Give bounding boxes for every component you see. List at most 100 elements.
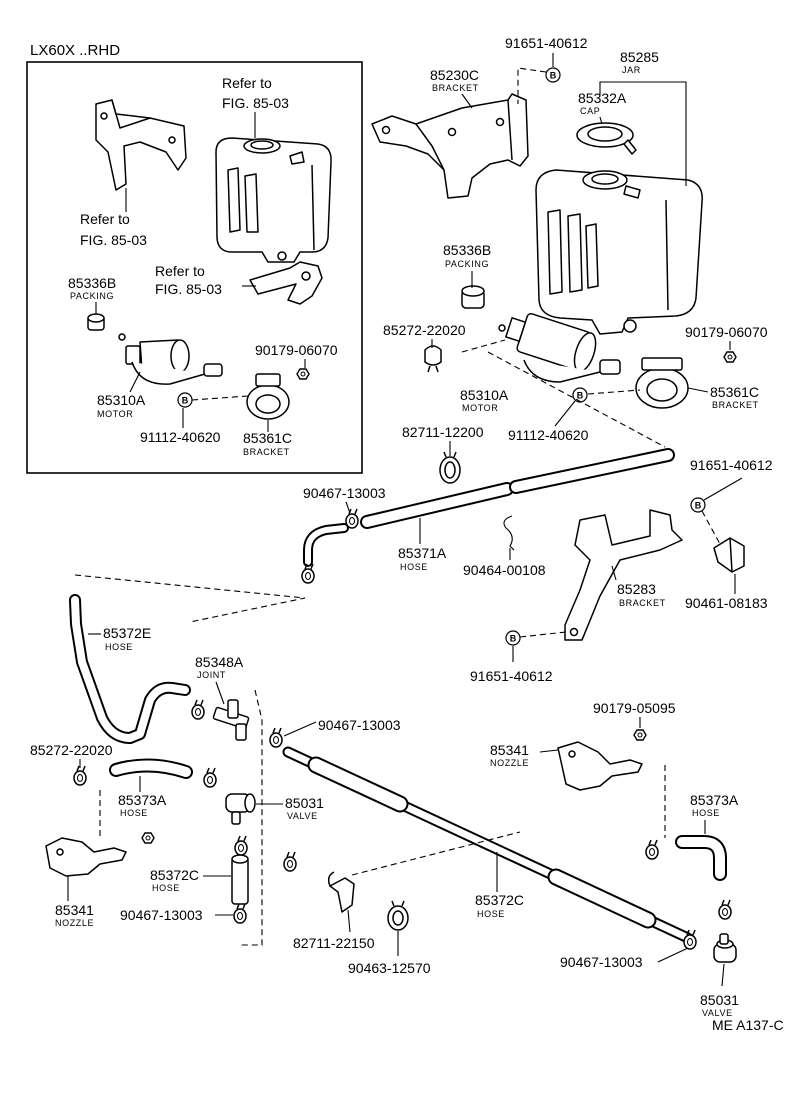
jar-cap <box>576 122 637 155</box>
inset-clamp-number: 85361C <box>243 430 292 446</box>
dash-link-85372e <box>74 574 306 623</box>
nozzle-left-number: 85341 <box>55 902 94 918</box>
jar-bracket <box>371 93 529 199</box>
hose-85371a-number: 85371A <box>398 545 447 561</box>
clip-icon-joint-left <box>191 699 205 720</box>
clip-number-lower-left: 90467-13003 <box>120 907 203 923</box>
bolt-number-bracket: 91651-40612 <box>470 668 553 684</box>
hose-bracket <box>564 509 683 641</box>
nut-number-right: 90179-05095 <box>593 700 676 716</box>
clip-icon-right <box>645 839 659 860</box>
clip-number-joint: 90467-13003 <box>318 717 401 733</box>
inset-ref-bracket-line2: FIG. 85-03 <box>80 232 147 248</box>
clip-icon-far-right <box>718 899 732 920</box>
clip-icon-valve <box>234 835 248 856</box>
nozzle-left-name: NOZZLE <box>55 918 94 928</box>
inset-jar <box>215 137 332 263</box>
marker-bracket: B <box>505 630 521 646</box>
marker-top: B <box>545 67 561 83</box>
clamp-number-lower: 82711-22150 <box>293 935 375 951</box>
retainer-clip <box>713 537 745 573</box>
inset-nut-icon <box>296 368 310 380</box>
inset-motor <box>118 333 223 385</box>
lower-leaders <box>67 633 725 987</box>
hose-85372e <box>69 594 191 744</box>
inset-motor-bracket <box>249 261 323 305</box>
inset-bracket <box>95 99 187 191</box>
inset-ref-motor-bracket-line1: Refer to <box>155 263 205 279</box>
joint-name: JOINT <box>197 670 226 680</box>
washer-jar <box>535 169 703 335</box>
motor-bracket-number: 85361C <box>710 384 759 400</box>
hose-bracket-name: BRACKET <box>619 598 666 608</box>
clamp-ring-number: 90463-12570 <box>348 960 431 976</box>
hose-85373a-right-name: HOSE <box>692 808 720 818</box>
clamp-number-upper: 85272-22020 <box>383 322 466 338</box>
motor-bracket-name: BRACKET <box>712 400 759 410</box>
packing <box>461 285 485 309</box>
model-caption: LX60X ..RHD <box>30 42 120 59</box>
clip-number-hose-end: 90467-13003 <box>303 485 386 501</box>
clip-icon-hose-left <box>203 767 217 788</box>
hose-bracket-number: 85283 <box>617 581 656 597</box>
inset-ref-jar-line1: Refer to <box>222 75 272 91</box>
elbow-fitting <box>303 523 349 567</box>
motor-number: 85310A <box>460 387 509 403</box>
inset-frame <box>26 61 363 474</box>
nozzle-right <box>557 741 643 791</box>
hose-85373a-left <box>109 758 193 779</box>
clamp-number-left: 85272-22020 <box>30 742 113 758</box>
dash-joint-group <box>240 689 263 946</box>
clip-icon-hose-end <box>345 508 359 529</box>
jar-name: JAR <box>622 65 641 75</box>
joint-number: 85348A <box>195 654 244 670</box>
hose-clamp-mid <box>439 451 461 484</box>
valve-left-name: VALVE <box>287 811 318 821</box>
hose-85373a-left-name: HOSE <box>120 808 148 818</box>
nozzle-right-name: NOZZLE <box>490 758 529 768</box>
nozzle-right-number: 85341 <box>490 742 529 758</box>
inset-ref-motor-bracket-line2: FIG. 85-03 <box>155 281 222 297</box>
hose-85373a-right-number: 85373A <box>690 792 739 808</box>
washer-motor <box>498 312 621 383</box>
inset-packing <box>87 313 105 331</box>
hose-85372e-name: HOSE <box>105 642 133 652</box>
hose-clamp-ring <box>387 900 409 931</box>
nut-icon-right <box>633 729 647 741</box>
packing-number: 85336B <box>443 242 491 258</box>
marker-motor: B <box>572 387 588 403</box>
inset-bolt-marker-label: B <box>182 396 189 406</box>
clip-icon-center <box>283 851 297 872</box>
inset-leaders <box>95 112 306 432</box>
upper-leaders <box>345 53 743 662</box>
valve-right-number: 85031 <box>700 992 739 1008</box>
valve-right-name: VALVE <box>702 1008 733 1018</box>
bolt-number-motor: 91112-40620 <box>508 427 589 443</box>
inset-motor-name: MOTOR <box>97 409 133 419</box>
clip-number-hose-tail: 90467-13003 <box>560 954 643 970</box>
packing-name: PACKING <box>445 259 489 269</box>
hose-85372c-long-number: 85372C <box>475 892 524 908</box>
jar-number: 85285 <box>620 49 659 65</box>
hose-85371a <box>360 448 675 529</box>
cap-number: 85332A <box>578 90 627 106</box>
jar-bracket-number: 85230C <box>430 67 479 83</box>
hose-85372c-long-name: HOSE <box>477 909 505 919</box>
inset-bolt-number: 91112-40620 <box>140 429 221 445</box>
bolt-number-right: 91651-40612 <box>690 457 773 473</box>
nut-number-upper: 90179-06070 <box>685 324 768 340</box>
hose-85372c-long <box>282 746 694 944</box>
inset-motor-number: 85310A <box>97 392 146 408</box>
hose-85372c-short-name: HOSE <box>152 883 180 893</box>
wire-clip-number: 90464-00108 <box>463 562 546 578</box>
hose-85373a-right <box>675 835 727 881</box>
clamp-number-mid: 82711-12200 <box>402 424 484 440</box>
inset-ref-jar-line2: FIG. 85-03 <box>222 95 289 111</box>
dash-cross <box>351 831 521 876</box>
cap-name: CAP <box>580 106 600 116</box>
inset-packing-number: 85336B <box>68 275 116 291</box>
figure-code: ME A137-C <box>712 1017 784 1033</box>
marker-top-label: B <box>550 71 557 81</box>
wire-clip <box>503 515 515 551</box>
